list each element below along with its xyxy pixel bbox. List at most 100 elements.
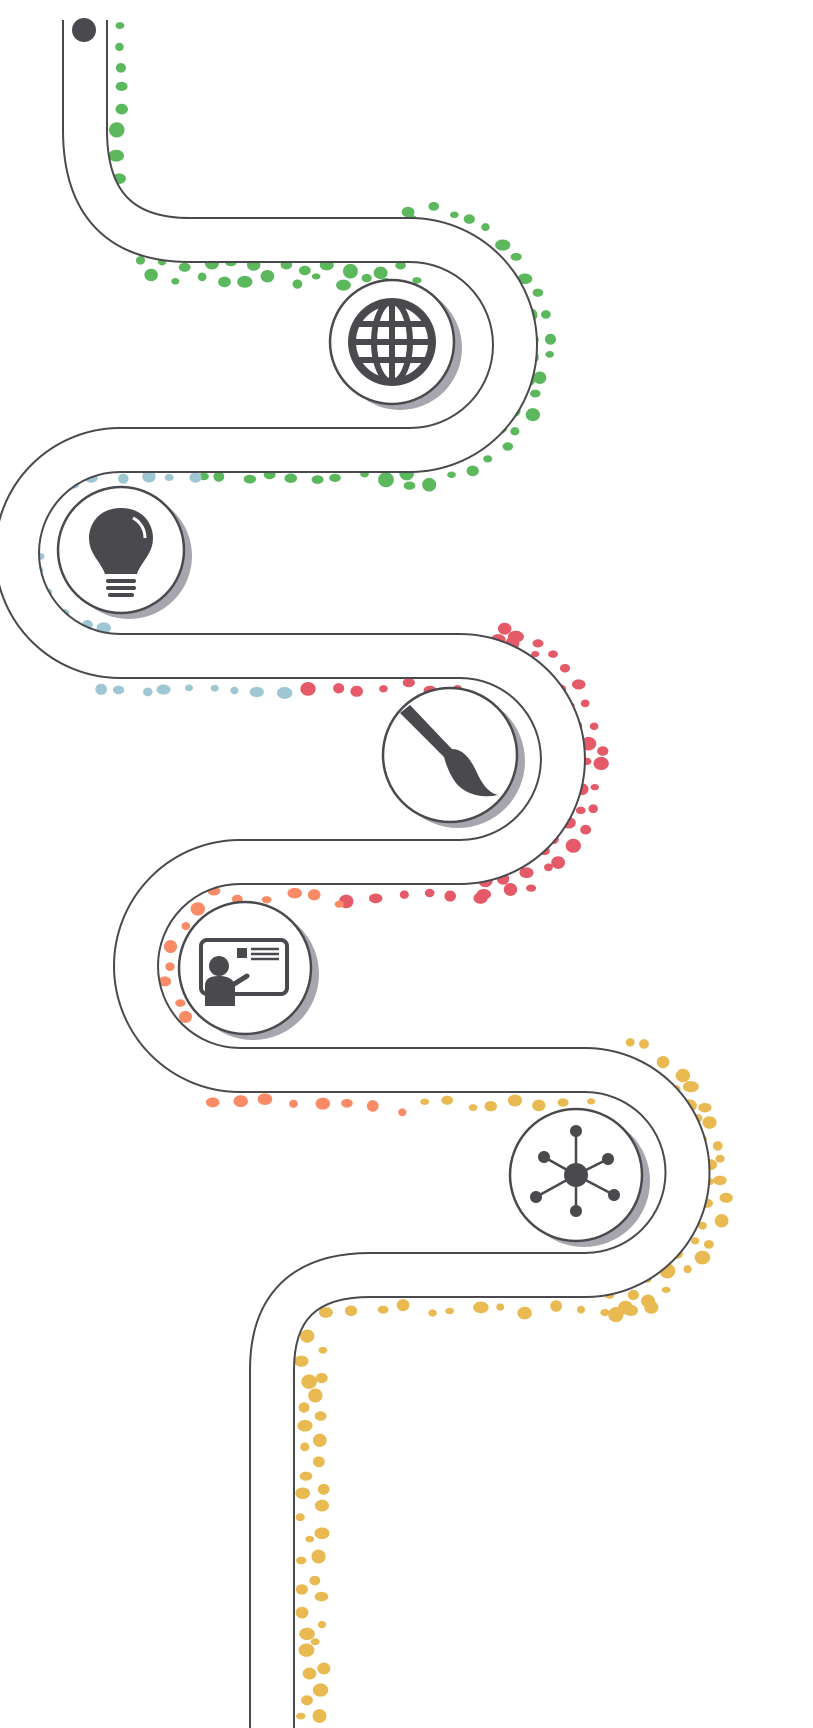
decorative-dot [109, 122, 125, 138]
decorative-dot [702, 1116, 717, 1129]
decorative-dot [115, 63, 127, 73]
decorative-dot [544, 863, 553, 872]
decorative-dot [378, 472, 394, 488]
decorative-dot [189, 472, 202, 483]
decorative-dot [503, 882, 518, 896]
decorative-dots [34, 22, 733, 1723]
decorative-dot [190, 902, 205, 916]
decorative-dot [600, 1308, 610, 1317]
decorative-dot [299, 265, 311, 276]
decorative-dot [112, 685, 125, 695]
decorative-dot [289, 1099, 298, 1108]
decorative-dot [237, 275, 253, 288]
decorative-dot [519, 867, 534, 879]
decorative-dot [315, 1097, 331, 1110]
decorative-dot [329, 473, 341, 482]
decorative-dot [361, 273, 372, 283]
decorative-dot [299, 1471, 313, 1481]
decorative-dot [495, 239, 511, 251]
decorative-dot [396, 1299, 410, 1312]
decorative-dot [142, 470, 156, 483]
decorative-dot [298, 1402, 310, 1413]
decorative-dot [517, 1306, 532, 1320]
decorative-dot [294, 1355, 309, 1367]
milestone-presenter [177, 900, 319, 1040]
decorative-dot [318, 1346, 328, 1354]
decorative-dot [257, 1093, 273, 1105]
decorative-dot [213, 471, 225, 482]
decorative-dot [530, 389, 541, 398]
decorative-dot [548, 650, 559, 658]
decorative-dot [502, 442, 514, 451]
decorative-dot [284, 473, 298, 484]
decorative-dot [712, 1141, 723, 1151]
decorative-dot [533, 371, 547, 385]
decorative-dot [713, 1175, 727, 1186]
decorative-dot [309, 1575, 321, 1586]
decorative-dot [295, 1606, 309, 1619]
decorative-dot [218, 276, 231, 288]
decorative-dot [118, 473, 129, 484]
decorative-dot [296, 1712, 306, 1720]
decorative-dot [300, 1329, 315, 1343]
decorative-dot [644, 1300, 659, 1314]
decorative-dot [302, 1667, 317, 1680]
decorative-dot [597, 746, 609, 756]
decorative-dot [444, 890, 456, 902]
decorative-dot [497, 622, 512, 635]
decorative-dot [317, 1662, 331, 1675]
decorative-dot [314, 1527, 330, 1540]
decorative-dot [336, 279, 351, 291]
decorative-dot [468, 1104, 478, 1112]
decorative-dot [315, 1372, 328, 1384]
decorative-dot [135, 256, 146, 265]
decorative-dot [197, 272, 207, 282]
decorative-dot [625, 1038, 635, 1047]
decorative-dot [449, 211, 459, 219]
decorative-dot [398, 1108, 407, 1117]
decorative-dot [532, 639, 544, 648]
decorative-dot [441, 1095, 454, 1105]
decorative-dot [350, 685, 363, 697]
decorative-dot [540, 310, 551, 319]
winding-road [0, 18, 711, 1728]
decorative-dot [399, 890, 409, 899]
decorative-dot [307, 889, 321, 901]
decorative-dot [334, 900, 344, 908]
decorative-dot [473, 892, 488, 904]
decorative-dot [115, 22, 125, 30]
decorative-dot [627, 1289, 639, 1301]
decorative-dot [694, 1250, 711, 1265]
decorative-dot [297, 1419, 313, 1432]
decorative-dot [719, 1192, 733, 1203]
decorative-dot [401, 206, 415, 218]
decorative-dot [571, 679, 586, 690]
decorative-dot [698, 1221, 707, 1230]
decorative-dot [164, 473, 174, 482]
decorative-dot [312, 1683, 329, 1697]
decorative-dot [318, 1307, 333, 1318]
decorative-dot [260, 269, 275, 283]
decorative-dot [682, 1081, 699, 1093]
decorative-dot [95, 683, 107, 695]
decorative-dot [526, 884, 537, 892]
decorative-dot [163, 940, 178, 953]
decorative-dot [424, 888, 435, 898]
decorative-dot [545, 351, 554, 358]
decorative-dot [466, 465, 479, 477]
decorative-dot [484, 1100, 497, 1112]
decorative-dot [575, 806, 586, 815]
decorative-dot [483, 455, 493, 463]
decorative-dot [473, 1301, 489, 1314]
decorative-dot [276, 687, 293, 699]
decorative-dot [638, 1039, 650, 1049]
decorative-dot [295, 1556, 307, 1565]
decorative-dot [550, 1300, 563, 1312]
decorative-dot [617, 1300, 634, 1315]
decorative-dot [587, 1098, 596, 1105]
decorative-dot [178, 1010, 193, 1023]
decorative-dot [675, 1068, 691, 1083]
decorative-dot [144, 268, 158, 282]
decorative-dot [531, 651, 540, 658]
paintbrush-icon [400, 705, 498, 797]
